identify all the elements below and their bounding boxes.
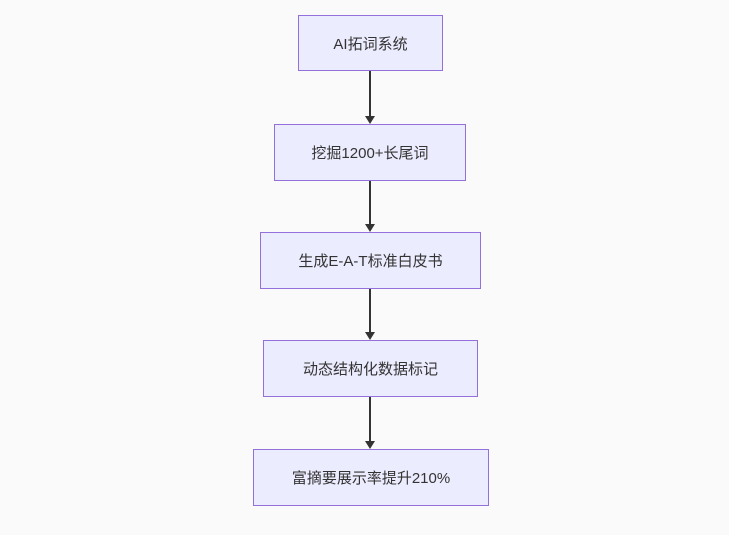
flow-node-eat-whitepaper: 生成E-A-T标准白皮书 — [260, 232, 481, 289]
flow-node-label: 挖掘1200+长尾词 — [311, 145, 429, 162]
flow-node-label: 富摘要展示率提升210% — [291, 470, 451, 487]
arrow-down-icon — [365, 116, 375, 124]
flow-node-label: AI拓词系统 — [333, 35, 408, 53]
flow-node-structured-data-markup: 动态结构化数据标记 — [263, 340, 478, 397]
edge-line — [369, 181, 371, 225]
arrow-down-icon — [365, 441, 375, 449]
flow-node-ai-word-expansion: AI拓词系统 — [298, 15, 443, 71]
flow-node-rich-snippet-result: 富摘要展示率提升210% — [253, 449, 489, 506]
flow-node-label: 生成E-A-T标准白皮书 — [298, 253, 443, 270]
edge-line — [369, 289, 371, 333]
arrow-down-icon — [365, 224, 375, 232]
arrow-down-icon — [365, 332, 375, 340]
flow-node-label: 动态结构化数据标记 — [302, 361, 438, 378]
edge-line — [369, 71, 371, 117]
flow-node-longtail-mining: 挖掘1200+长尾词 — [274, 124, 466, 181]
edge-line — [369, 397, 371, 442]
